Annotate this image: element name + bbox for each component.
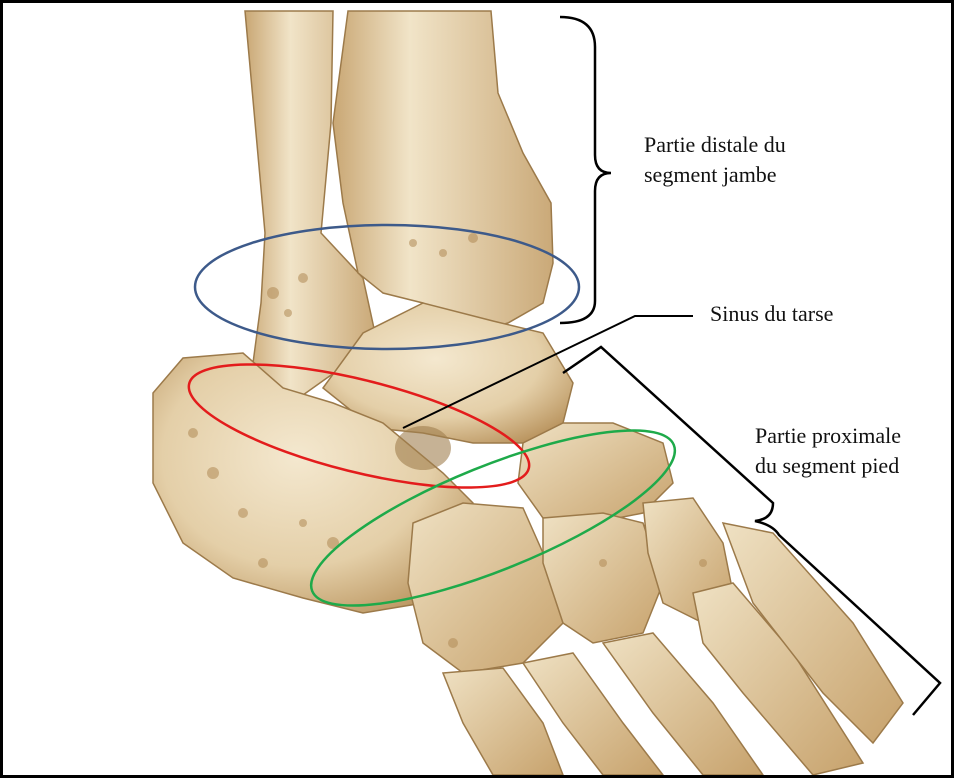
proximal-foot-label-line-1: Partie proximale xyxy=(755,421,901,451)
proximal-foot-label: Partie proximale du segment pied xyxy=(755,421,901,481)
sinus-tarsi-label: Sinus du tarse xyxy=(710,299,833,329)
tibia-bone xyxy=(333,11,553,333)
distal-leg-label-line-1: Partie distale du xyxy=(644,130,786,160)
cuboid-bone xyxy=(408,503,563,673)
distal-leg-label-line-2: segment jambe xyxy=(644,160,786,190)
distal-bracket xyxy=(560,17,611,323)
proximal-foot-label-line-2: du segment pied xyxy=(755,451,901,481)
distal-leg-label: Partie distale du segment jambe xyxy=(644,130,786,190)
sinus-tarsi-hollow xyxy=(395,426,451,470)
ankle-illustration xyxy=(3,3,951,775)
